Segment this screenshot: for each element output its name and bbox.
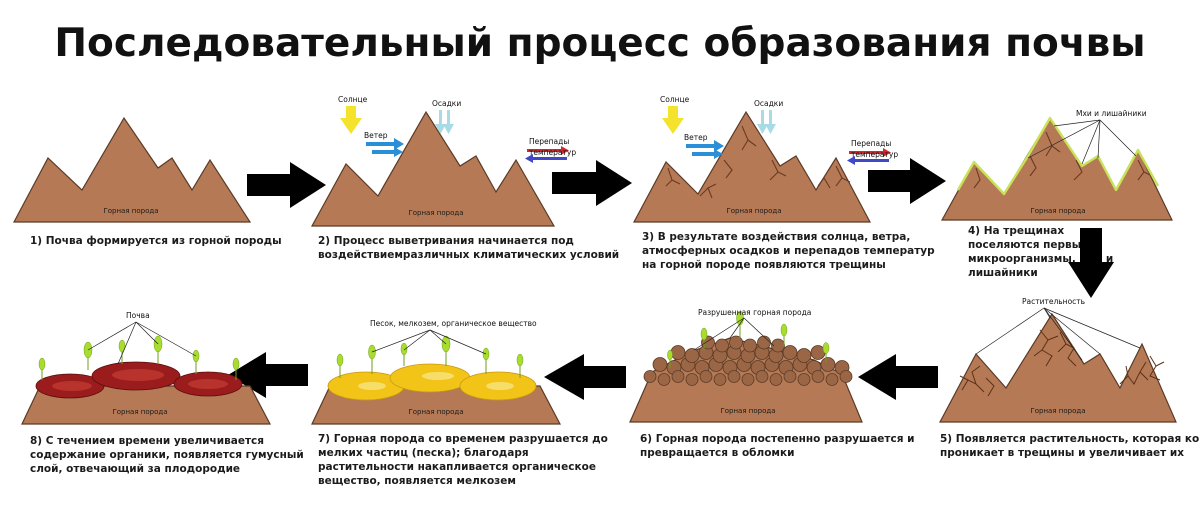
rock-label: Горная порода	[720, 407, 775, 415]
rubble-label: Разрушенная горная порода	[698, 308, 811, 317]
sun-label: Солнце	[338, 95, 368, 104]
step-5-illustration: Горная порода Растительность	[939, 297, 1177, 423]
plant-roots	[959, 329, 1165, 397]
step-3-caption: 3) В результате воздействия солнца, ветр…	[642, 231, 938, 271]
pointer-lines	[693, 317, 775, 351]
rubble-stone	[825, 373, 839, 386]
step-1-illustration: Горная порода	[13, 116, 252, 223]
rock-rubble	[643, 335, 853, 386]
rubble-stone	[657, 373, 671, 386]
rubble-stone	[811, 370, 825, 383]
step-2-illustration: Горная порода Солнце Осадки Ветер	[310, 95, 576, 227]
step-8-caption: 8) С течением времени увеличивается соде…	[30, 435, 307, 475]
rubble-stone	[743, 338, 757, 353]
temperature-label-line1: Перепады	[851, 139, 891, 148]
rubble-stone	[727, 370, 741, 383]
rubble-stone	[782, 345, 798, 360]
wind-label: Ветер	[364, 131, 388, 140]
temperature-arrows-icon	[847, 148, 891, 165]
step-4-illustration: Горная порода Мхи и лишайники	[940, 109, 1173, 221]
humus-layer	[35, 361, 243, 399]
rubble-stone	[769, 373, 783, 386]
rock-cracks	[973, 131, 1153, 189]
mountain-rock	[310, 110, 556, 227]
page-title: Последовательный процесс образования поч…	[54, 21, 1145, 66]
arrow-right-icon	[868, 158, 946, 204]
arrow-right-icon	[247, 162, 326, 208]
rubble-stone	[796, 348, 812, 363]
rock-label: Горная порода	[103, 207, 158, 215]
rubble-stone	[741, 373, 755, 386]
rock-label: Горная порода	[1030, 207, 1085, 215]
step-6-illustration: Горная порода Разрушенная горная порода	[629, 308, 863, 423]
rubble-stone	[820, 357, 836, 372]
rubble-stone	[713, 373, 727, 386]
temperature-label-line1: Перепады	[529, 137, 569, 146]
wind-label: Ветер	[684, 133, 708, 142]
mountain-rock	[13, 116, 252, 223]
rain-arrows-icon	[757, 110, 776, 134]
rubble-stone	[839, 370, 853, 383]
rubble-stone	[699, 370, 713, 383]
plants	[667, 310, 830, 368]
rubble-stone	[643, 370, 657, 383]
rubble-stone	[715, 338, 729, 353]
rubble-stone	[684, 348, 700, 363]
arrow-down-icon	[1068, 228, 1114, 298]
rain-arrows-icon	[435, 110, 454, 134]
rubble-stone	[670, 345, 686, 360]
rock-label: Горная порода	[1030, 407, 1085, 415]
temperature-arrows-icon	[525, 146, 569, 163]
rubble-stone	[755, 370, 769, 383]
wind-arrows-icon	[366, 138, 404, 157]
rock-label: Горная порода	[112, 408, 167, 416]
sun-label: Солнце	[660, 95, 690, 104]
step-1-caption: 1) Почва формируется из горной породы	[30, 235, 282, 247]
moss-label: Мхи и лишайники	[1076, 109, 1147, 118]
step-7-caption: 7) Горная порода со временем разрушается…	[318, 433, 612, 487]
step-8-illustration: Горная порода Почва	[21, 311, 271, 425]
mountain-rock	[633, 110, 871, 223]
moss-on-cracks	[956, 116, 1160, 196]
pointer-lines	[87, 321, 197, 365]
rubble-stone	[783, 370, 797, 383]
rock-label: Горная порода	[726, 207, 781, 215]
step-4-caption: 4) На трещинах поселяются первые микроор…	[968, 225, 1117, 279]
arrow-left-icon	[858, 354, 938, 400]
mountain-rock	[939, 312, 1177, 423]
pointer-lines	[975, 307, 1141, 361]
rubble-stone	[797, 373, 811, 386]
sand-label: Песок, мелкозем, органическое вещество	[370, 319, 537, 328]
rock-label: Горная порода	[408, 408, 463, 416]
soil-label: Почва	[126, 311, 150, 320]
rain-label: Осадки	[754, 99, 783, 108]
step-6-caption: 6) Горная порода постепенно разрушается …	[640, 433, 918, 459]
pointer-lines	[1027, 119, 1137, 165]
vegetation-label: Растительность	[1022, 297, 1085, 306]
rain-label: Осадки	[432, 99, 461, 108]
sand-layer	[327, 363, 537, 401]
wind-arrows-icon	[686, 140, 724, 159]
step-2-caption: 2) Процесс выветривания начинается под в…	[318, 235, 619, 261]
step-7-illustration: Горная порода Песок, мелкозем, органичес…	[311, 319, 561, 425]
temperature-label-line2: температур	[851, 150, 898, 159]
rubble-stone	[729, 335, 743, 350]
rock-cracks	[665, 125, 851, 199]
rubble-stone	[757, 335, 771, 350]
sun-arrow-icon	[340, 106, 362, 134]
sun-arrow-icon	[662, 106, 684, 134]
step-3-illustration: Горная порода Солнце Осадки В	[633, 95, 898, 223]
arrow-left-icon	[544, 354, 626, 400]
temperature-label-line2: температур	[529, 148, 576, 157]
rubble-stone	[671, 370, 685, 383]
arrow-right-icon	[552, 160, 632, 206]
rubble-stone	[685, 373, 699, 386]
step-5-caption: 5) Появляется растительность, которая ко…	[940, 433, 1200, 459]
rock-label: Горная порода	[408, 209, 463, 217]
pointer-lines	[371, 329, 487, 355]
rubble-stone	[652, 357, 668, 372]
